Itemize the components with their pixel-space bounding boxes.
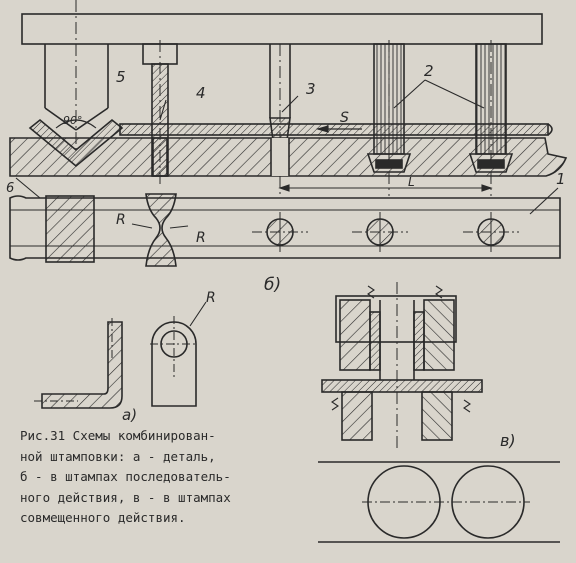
label-radius-left: R	[116, 212, 126, 228]
caption-line: ной штамповки: а - деталь,	[20, 448, 216, 464]
bending-punch	[44, 0, 109, 150]
label-strip-1: 1	[556, 170, 566, 188]
label-view-a: а)	[122, 406, 137, 424]
notched-blank	[145, 193, 177, 267]
caption-line: б - в штампах последователь-	[20, 469, 231, 484]
compound-die	[321, 282, 483, 448]
label-punch-4: 4	[196, 84, 206, 102]
figure-caption: Рис.31 Схемы комбинирован- ной штамповки…	[20, 426, 282, 529]
compound-strip-plan	[318, 461, 560, 543]
label-angle: 90°	[63, 114, 83, 127]
part-bracket-front	[150, 316, 198, 407]
step-dimension	[278, 184, 493, 192]
label-feed-s: S	[340, 110, 349, 126]
label-view-b: б)	[264, 275, 281, 295]
caption-line: Рис.31 Схемы комбинирован-	[20, 428, 216, 443]
label-radius-right: R	[196, 230, 206, 246]
label-view-v: в)	[500, 431, 516, 450]
label-punch-3: 3	[306, 80, 316, 98]
caption-line: ного действия, в - в штампах	[20, 489, 231, 505]
part-bracket-side	[34, 318, 123, 409]
leader-lines	[15, 79, 559, 327]
feed-arrow	[315, 125, 362, 133]
label-punch-5: 5	[116, 68, 126, 86]
punch-plate	[21, 13, 543, 45]
strip-plan-view	[9, 193, 561, 267]
label-punch-2: 2	[424, 62, 434, 80]
label-radius-part: R	[206, 290, 216, 306]
caption-line: совмещенного действия.	[20, 510, 186, 525]
label-stop-6: 6	[6, 181, 14, 196]
label-step: L	[408, 175, 415, 189]
